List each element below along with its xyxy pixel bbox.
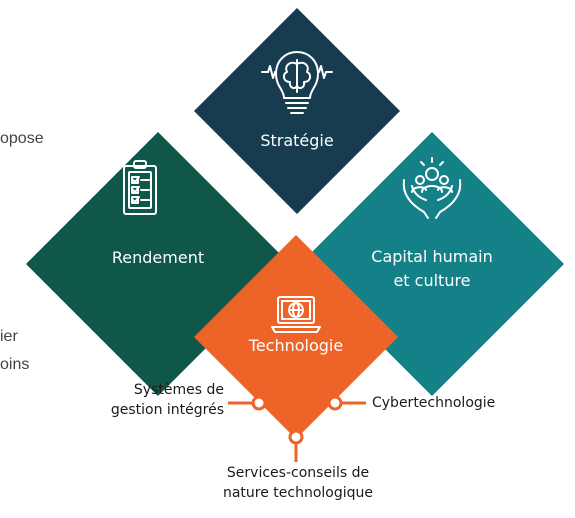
capital-label-line1: Capital humain bbox=[371, 247, 493, 266]
sub-services-line1: Services-conseils de bbox=[226, 465, 370, 481]
sub-cyber: Cybertechnologie bbox=[372, 395, 496, 411]
fragment-text-2: ier bbox=[0, 328, 18, 345]
strategie-label: Stratégie bbox=[260, 131, 334, 150]
sub-services-line2: nature technologique bbox=[222, 485, 374, 501]
technologie-diamond bbox=[194, 235, 398, 439]
brain-lightbulb-icon bbox=[261, 51, 333, 114]
checklist-clipboard-icon bbox=[123, 160, 157, 215]
fragment-text-1: opose bbox=[0, 130, 44, 147]
technologie-label: Technologie bbox=[248, 336, 344, 355]
connector-nodes bbox=[251, 395, 343, 445]
node-systemes bbox=[251, 395, 267, 411]
node-cyber bbox=[327, 395, 343, 411]
globe-laptop-icon bbox=[271, 296, 321, 333]
sub-systemes-line2: gestion intégrés bbox=[110, 402, 224, 418]
sub-systemes-line1: Systèmes de bbox=[133, 382, 224, 398]
fragment-text-3: oins bbox=[0, 356, 30, 373]
node-services bbox=[288, 429, 304, 445]
people-in-hands-icon bbox=[402, 157, 462, 219]
rendement-label: Rendement bbox=[111, 248, 205, 267]
connectors bbox=[228, 401, 366, 462]
strategie-diamond bbox=[194, 8, 400, 214]
capital-label-line2: et culture bbox=[393, 271, 471, 290]
